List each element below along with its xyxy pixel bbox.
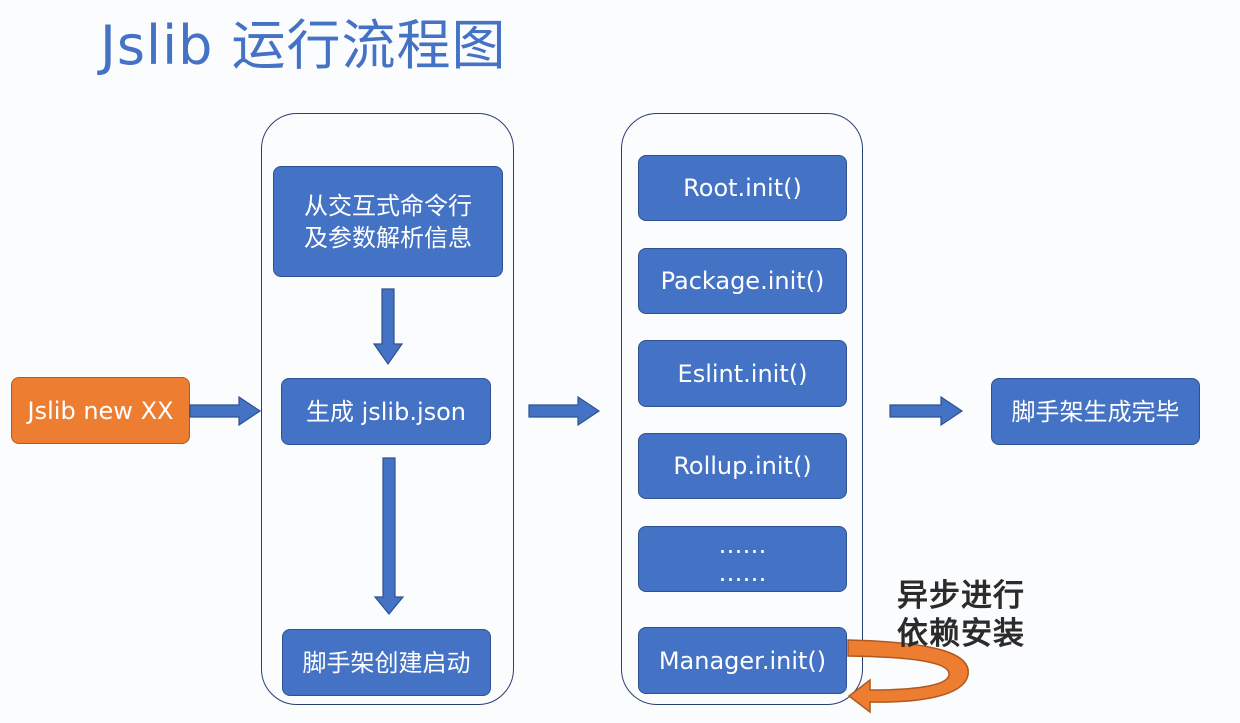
- rollup-init-node: Rollup.init(): [638, 433, 847, 499]
- middle-container: [621, 113, 863, 705]
- async-install-note: 异步进行 依赖安装: [897, 578, 1025, 652]
- package-init-node: Package.init(): [638, 248, 847, 314]
- generate-json-node: 生成 jslib.json: [281, 378, 491, 445]
- arrow-left-to-middle-container: [528, 395, 601, 427]
- parse-node: 从交互式命令行 及参数解析信息: [273, 166, 503, 277]
- eslint-init-node: Eslint.init(): [638, 340, 847, 407]
- start-node: Jslib new XX: [11, 377, 190, 444]
- root-init-node: Root.init(): [638, 155, 847, 221]
- page-title: Jslib 运行流程图: [100, 14, 507, 77]
- manager-init-node: Manager.init(): [638, 627, 847, 694]
- arrow-start-to-left-container: [189, 395, 262, 427]
- scaffold-launch-node: 脚手架创建启动: [282, 629, 491, 696]
- arrow-middle-to-done: [889, 395, 964, 427]
- left-container: [261, 113, 514, 705]
- done-node: 脚手架生成完毕: [991, 378, 1200, 445]
- ellipsis-node: …… ……: [638, 526, 847, 592]
